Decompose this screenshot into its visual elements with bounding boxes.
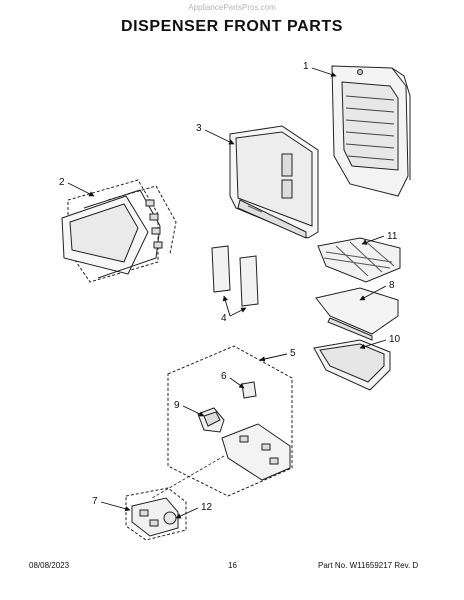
part-3-dispenser-frame [229,125,319,239]
part-1-dispenser-housing [331,65,411,197]
part-10-drip-tray [313,339,391,391]
part-8-tray-insert [315,287,399,341]
callout-12: 12 [201,502,213,513]
part-12-actuator [131,497,179,537]
part-2-control-panel [61,179,177,283]
callout-6: 6 [221,371,227,382]
page-title: DISPENSER FRONT PARTS [120,18,344,35]
watermark-text: AppliancePartsPros.com [188,3,276,12]
footer-page-number: 16 [228,561,237,570]
part-5-dispenser-assembly [221,423,291,481]
part-4-light-pads [211,245,259,307]
part-7-actuator-housing [125,487,187,541]
footer-part-number: Part No. W11659217 Rev. D [318,561,419,570]
callout-8: 8 [389,280,395,291]
part-11-grille [317,237,401,283]
callout-9: 9 [174,400,180,411]
callout-11: 11 [387,231,398,242]
callout-5: 5 [290,348,296,359]
callout-3: 3 [196,123,202,134]
callout-2: 2 [59,177,65,188]
part-9-lever [197,407,225,433]
callout-7: 7 [92,496,98,507]
callout-4: 4 [221,313,227,324]
part-6-clip [241,381,257,399]
footer-date: 08/08/2023 [29,561,70,570]
callout-10: 10 [389,334,401,345]
part-5-enclosure [167,345,293,497]
callout-1: 1 [303,61,309,72]
